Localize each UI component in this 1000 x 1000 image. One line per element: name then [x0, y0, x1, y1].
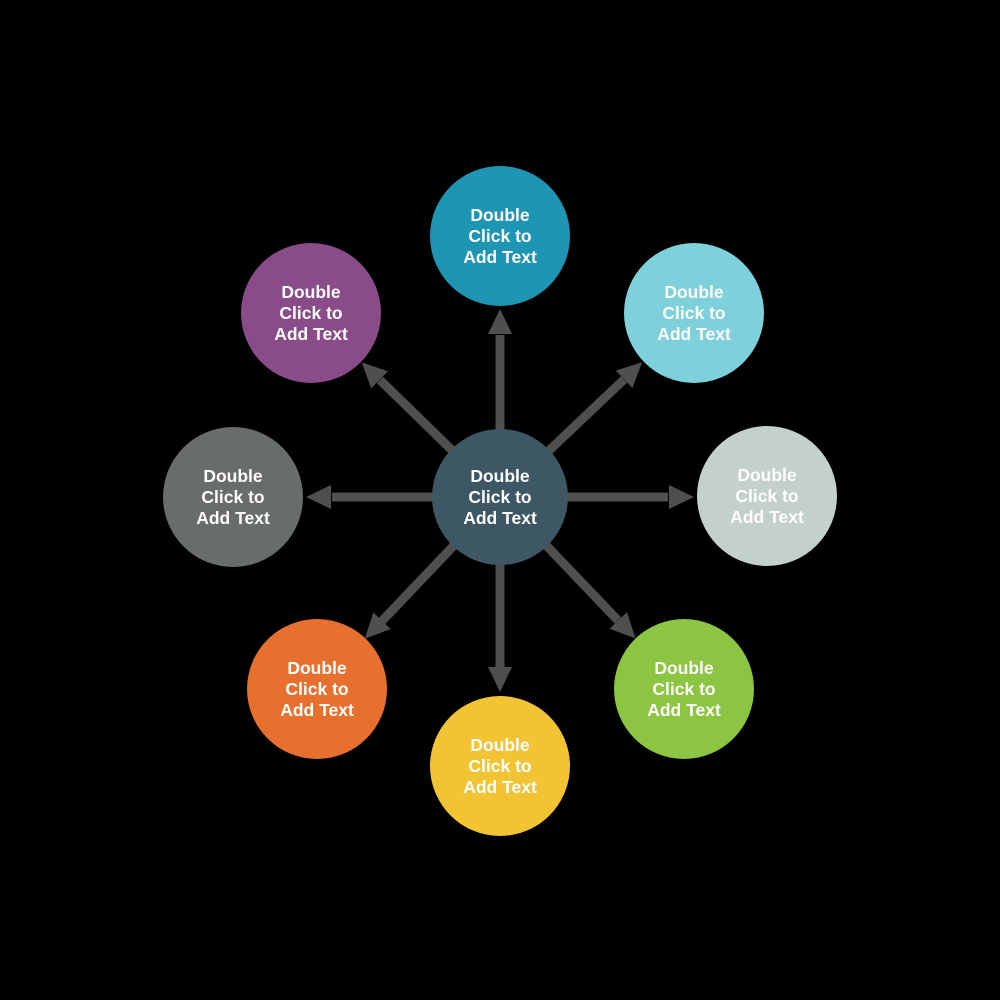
node-top-right-label: Double Click to Add Text [657, 282, 731, 345]
node-right[interactable]: Double Click to Add Text [697, 426, 837, 566]
label-line: Click to [201, 486, 265, 507]
node-bottom-left[interactable]: Double Click to Add Text [247, 619, 387, 759]
label-line: Add Text [196, 507, 270, 528]
label-line: Add Text [657, 323, 731, 344]
label-line: Click to [652, 678, 716, 699]
node-bottom-left-label: Double Click to Add Text [280, 658, 354, 721]
node-bottom-label: Double Click to Add Text [463, 735, 537, 798]
label-line: Double [470, 734, 530, 755]
label-line: Double [287, 657, 347, 678]
label-line: Add Text [280, 699, 354, 720]
node-bottom-right[interactable]: Double Click to Add Text [614, 619, 754, 759]
label-line: Add Text [647, 699, 721, 720]
node-top-label: Double Click to Add Text [463, 205, 537, 268]
label-line: Add Text [730, 506, 804, 527]
label-line: Double [203, 465, 263, 486]
label-line: Double [470, 465, 530, 486]
label-line: Click to [468, 486, 532, 507]
label-line: Click to [468, 755, 532, 776]
label-line: Double [470, 204, 530, 225]
node-center-label: Double Click to Add Text [463, 466, 537, 529]
label-line: Add Text [274, 323, 348, 344]
label-line: Click to [279, 302, 343, 323]
node-top-left[interactable]: Double Click to Add Text [241, 243, 381, 383]
node-right-label: Double Click to Add Text [730, 465, 804, 528]
node-top[interactable]: Double Click to Add Text [430, 166, 570, 306]
node-left-label: Double Click to Add Text [196, 466, 270, 529]
label-line: Click to [285, 678, 349, 699]
label-line: Add Text [463, 507, 537, 528]
label-line: Click to [735, 485, 799, 506]
node-left[interactable]: Double Click to Add Text [163, 427, 303, 567]
label-line: Double [281, 281, 341, 302]
node-center[interactable]: Double Click to Add Text [432, 429, 568, 565]
label-line: Add Text [463, 776, 537, 797]
node-top-left-label: Double Click to Add Text [274, 282, 348, 345]
node-top-right[interactable]: Double Click to Add Text [624, 243, 764, 383]
label-line: Add Text [463, 246, 537, 267]
node-bottom-right-label: Double Click to Add Text [647, 658, 721, 721]
label-line: Double [664, 281, 724, 302]
label-line: Click to [662, 302, 726, 323]
node-bottom[interactable]: Double Click to Add Text [430, 696, 570, 836]
label-line: Double [654, 657, 714, 678]
label-line: Click to [468, 225, 532, 246]
label-line: Double [737, 464, 797, 485]
